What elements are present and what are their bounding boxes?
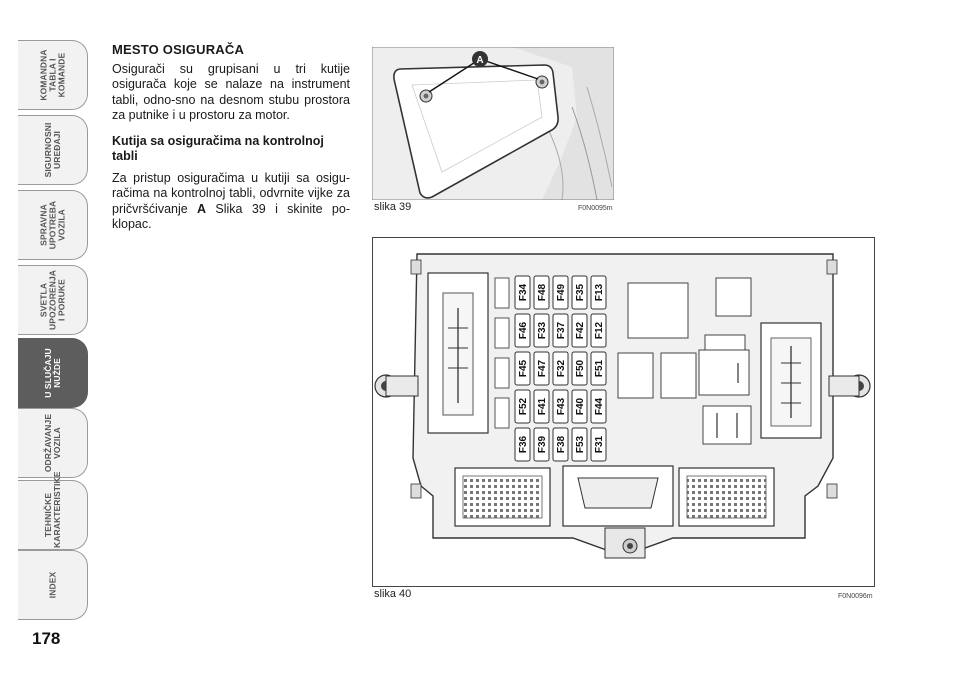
fuse-f41: F41 xyxy=(533,389,550,424)
fuse-label: F34 xyxy=(518,283,529,301)
fuse-label: F42 xyxy=(575,321,586,339)
figure-39: A xyxy=(371,46,615,201)
fuse-label: F33 xyxy=(537,321,548,339)
fuse-label: F52 xyxy=(518,397,529,415)
fuse-f36: F36 xyxy=(514,427,531,462)
instruction-paragraph: Za pristup osiguračima u kutiji sa osigu… xyxy=(112,171,350,233)
fuse-label: F12 xyxy=(594,321,605,339)
fuse-label: F40 xyxy=(575,397,586,415)
fuse-box-diagram: F34F46F45F52F36F48F33F47F41F39F49F37F32F… xyxy=(374,253,871,559)
fuse-f13: F13 xyxy=(590,275,607,310)
fuse-label: F36 xyxy=(518,435,529,453)
fuse-f43: F43 xyxy=(552,389,569,424)
fuse-label: F37 xyxy=(556,321,567,339)
instruction-text-end: Slika 39 i skinite po-klopac. xyxy=(112,201,350,232)
fuse-label: F51 xyxy=(594,359,605,377)
fuse-label: F47 xyxy=(537,359,548,377)
fuse-f37: F37 xyxy=(552,313,569,348)
fuse-label: F48 xyxy=(537,283,548,301)
tab-u-slucaju-nuzde[interactable]: U SLUČAJU NUŽDE xyxy=(18,338,88,408)
fuse-f48: F48 xyxy=(533,275,550,310)
fuse-f53: F53 xyxy=(571,427,588,462)
tab-label: SVETLA UPOZORENJA I PORUKE xyxy=(38,269,66,331)
fuse-label: F39 xyxy=(537,435,548,453)
fuse-f35: F35 xyxy=(571,275,588,310)
fuse-f51: F51 xyxy=(590,351,607,386)
fuse-label: F38 xyxy=(556,435,567,453)
fuse-grid: F34F46F45F52F36F48F33F47F41F39F49F37F32F… xyxy=(514,275,607,462)
fuse-label: F41 xyxy=(537,397,548,415)
fuse-label: F50 xyxy=(575,359,586,377)
tab-label: SPRAVNA UPOTREBA VOZILA xyxy=(38,200,66,250)
fuse-f52: F52 xyxy=(514,389,531,424)
fuse-label: F44 xyxy=(594,397,605,415)
fuse-label: F35 xyxy=(575,283,586,301)
dashboard-cover-illustration: A xyxy=(371,46,615,201)
tab-spravna-upotreba[interactable]: SPRAVNA UPOTREBA VOZILA xyxy=(18,190,88,260)
fuse-label: F13 xyxy=(594,283,605,301)
fuse-label: F45 xyxy=(518,359,529,377)
instruction-text: Za pristup osiguračima u kutiji sa osigu… xyxy=(112,170,350,216)
tab-index[interactable]: INDEX xyxy=(18,550,88,620)
fuse-f34: F34 xyxy=(514,275,531,310)
fuse-f44: F44 xyxy=(590,389,607,424)
fuse-f50: F50 xyxy=(571,351,588,386)
tab-label: KOMANDNA TABLA I KOMANDE xyxy=(38,49,66,101)
figure-39-caption: slika 39 xyxy=(374,201,412,213)
figure-40-caption: slika 40 xyxy=(374,588,412,600)
tab-sigurnosni-uredjaji[interactable]: SIGURNOSNI UREĐAJI xyxy=(18,115,88,185)
callout-ref: A xyxy=(197,201,207,216)
section-title: MESTO OSIGURAČA xyxy=(112,42,245,57)
fuse-f33: F33 xyxy=(533,313,550,348)
text-column: MESTO OSIGURAČA Osigurači su grupisani u… xyxy=(112,42,350,243)
fuse-f40: F40 xyxy=(571,389,588,424)
tab-label: U SLUČAJU NUŽDE xyxy=(42,348,62,398)
fuse-f45: F45 xyxy=(514,351,531,386)
tab-tehnicke-karakteristike[interactable]: TEHNIČKE KARAKTERISTIKE xyxy=(18,471,88,550)
fuse-f31: F31 xyxy=(590,427,607,462)
tab-label: TEHNIČKE KARAKTERISTIKE xyxy=(42,471,62,549)
page-number: 178 xyxy=(32,629,61,648)
fuse-label: F49 xyxy=(556,283,567,301)
figure-39-code: F0N0095m xyxy=(578,205,613,212)
tab-odrzavanje-vozila[interactable]: ODRŽAVANJE VOZILA xyxy=(18,408,88,478)
fuse-label: F31 xyxy=(594,435,605,453)
fuse-f38: F38 xyxy=(552,427,569,462)
tab-label: INDEX xyxy=(47,571,57,599)
tab-label: SIGURNOSNI UREĐAJI xyxy=(42,122,62,178)
callout-a-label: A xyxy=(476,55,483,66)
tab-komandna-tabla[interactable]: KOMANDNA TABLA I KOMANDE xyxy=(18,40,88,110)
fuse-label: F43 xyxy=(556,397,567,415)
subsection-title: Kutija sa osiguračima na kontrolnoj tabl… xyxy=(112,133,324,164)
fuse-f12: F12 xyxy=(590,313,607,348)
fuse-f49: F49 xyxy=(552,275,569,310)
fuse-label: F46 xyxy=(518,321,529,339)
figure-40-code: F0N0096m xyxy=(838,593,873,600)
fuse-label: F32 xyxy=(556,359,567,377)
tab-label: ODRŽAVANJE VOZILA xyxy=(42,413,62,473)
tab-svetla-upozorenja[interactable]: SVETLA UPOZORENJA I PORUKE xyxy=(18,265,88,335)
intro-paragraph: Osigurači su grupisani u tri kutije osig… xyxy=(112,61,350,123)
fuse-f39: F39 xyxy=(533,427,550,462)
fuse-f32: F32 xyxy=(552,351,569,386)
fuse-f47: F47 xyxy=(533,351,550,386)
fuse-label: F53 xyxy=(575,435,586,453)
fuse-f42: F42 xyxy=(571,313,588,348)
fuse-f46: F46 xyxy=(514,313,531,348)
